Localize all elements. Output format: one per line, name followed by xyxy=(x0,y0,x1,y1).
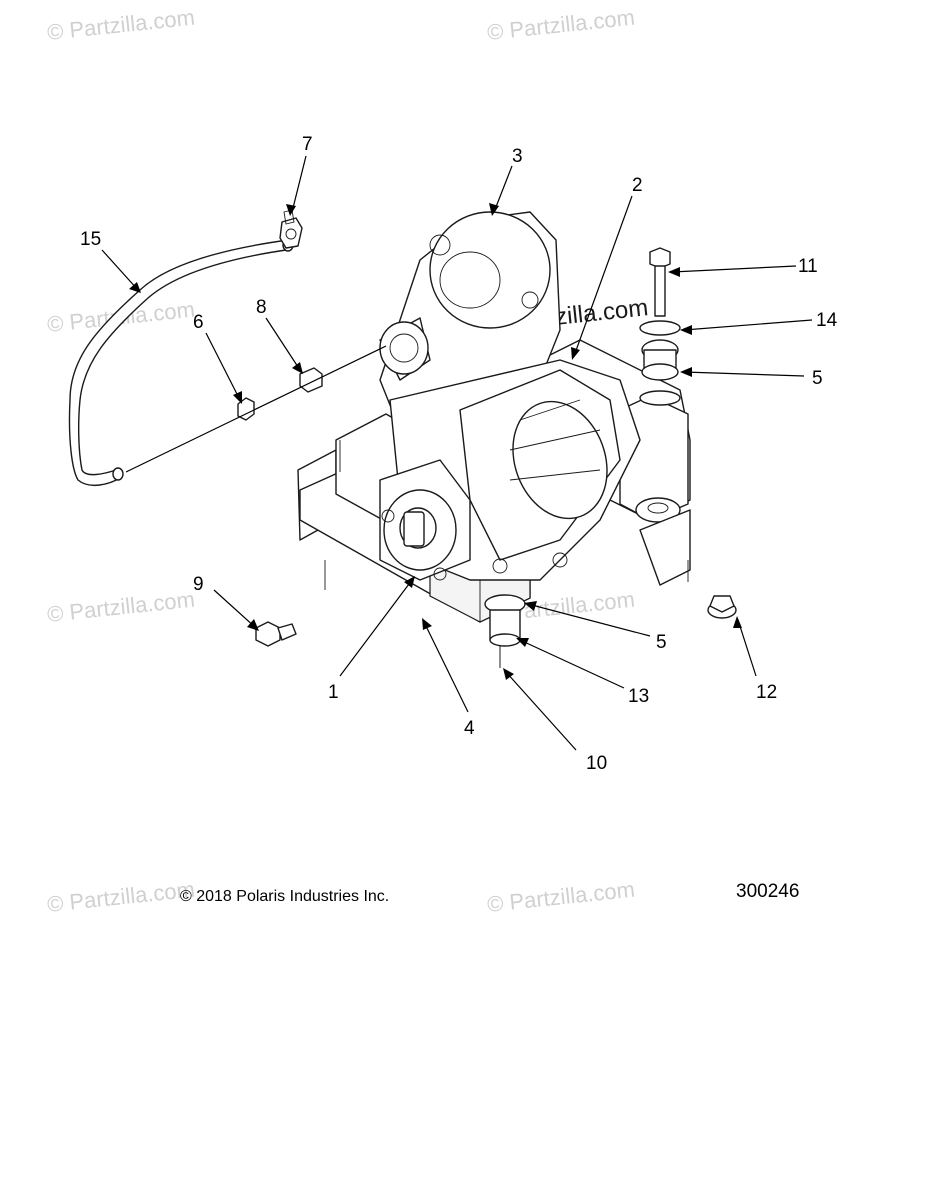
watermark-top-left: © Partzilla.com xyxy=(46,5,196,45)
bolt-part xyxy=(255,621,297,647)
mount-bolt-stack xyxy=(639,247,681,406)
watermark-top-center: © Partzilla.com xyxy=(486,5,636,45)
watermark-lower-left: © Partzilla.com xyxy=(46,587,196,627)
callout-8: 8 xyxy=(256,297,267,318)
copyright-notice: © 2018 Polaris Industries Inc. xyxy=(180,888,390,905)
callout-2: 2 xyxy=(632,175,643,196)
washer-upper-icon xyxy=(639,320,681,336)
clutch-housing-icon xyxy=(512,400,608,520)
callout-4: 4 xyxy=(464,718,475,739)
diagram-number: 300246 xyxy=(736,881,800,902)
watermark-bottom-left: © Partzilla.com xyxy=(46,877,196,917)
callout-6: 6 xyxy=(193,312,204,333)
drain-plug-part xyxy=(299,367,323,393)
callout-15: 15 xyxy=(80,229,101,250)
mount-grommet-lower-icon xyxy=(635,497,681,523)
callout-7: 7 xyxy=(302,134,313,155)
watermark-bottom-center: © Partzilla.com xyxy=(486,877,636,917)
callout-labels: 7 3 2 15 6 8 11 14 5 9 5 13 1 4 12 10 xyxy=(80,134,838,774)
callout-5-upper: 5 xyxy=(812,368,823,389)
callout-3: 3 xyxy=(512,146,523,167)
transmission-assembly xyxy=(379,211,641,581)
lower-mount-stack xyxy=(484,594,526,668)
transmission-cover-icon xyxy=(429,211,551,329)
callout-13: 13 xyxy=(628,686,649,707)
washer-lower-icon xyxy=(639,390,681,406)
hose-end-bottom-icon xyxy=(112,467,124,481)
callout-11: 11 xyxy=(798,256,818,277)
callout-14: 14 xyxy=(816,310,838,331)
callout-1: 1 xyxy=(328,682,339,703)
vent-hose-part xyxy=(68,238,294,487)
callout-5-lower: 5 xyxy=(656,632,667,653)
callout-12: 12 xyxy=(756,682,777,703)
output-shaft-icon xyxy=(379,321,429,375)
flange-nut-part xyxy=(707,595,737,619)
callout-leaders xyxy=(101,155,813,751)
callout-9: 9 xyxy=(193,574,204,595)
hose-clamp-part xyxy=(279,209,303,249)
callout-10: 10 xyxy=(586,753,607,774)
